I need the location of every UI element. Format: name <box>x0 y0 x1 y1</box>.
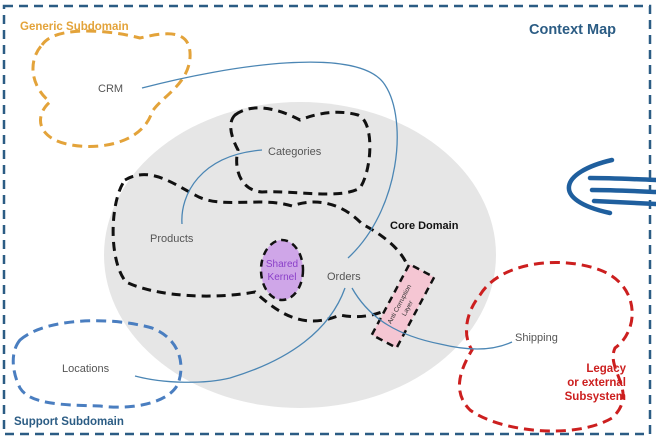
arrow-icon <box>566 157 656 216</box>
link-products-categories <box>181 149 263 225</box>
link-orders-shipping <box>351 287 513 350</box>
context-categories: Categories <box>268 146 322 158</box>
legacy-label-line2: or external <box>567 377 626 389</box>
anti-corruption-layer-shape <box>370 262 436 350</box>
support-subdomain-label: Support Subdomain <box>14 416 124 428</box>
shared-kernel-shape <box>259 238 305 302</box>
legacy-label-line1: Legacy <box>586 363 626 375</box>
context-crm: CRM <box>98 83 123 95</box>
legacy-label-line3: Subsystem <box>565 391 626 403</box>
context-products: Products <box>150 233 194 245</box>
context-orders: Orders <box>327 271 361 283</box>
context-locations: Locations <box>62 363 110 375</box>
generic-subdomain-boundary <box>31 29 192 149</box>
core-domain-label: Core Domain <box>390 220 459 232</box>
context-map-frame <box>2 4 652 436</box>
context-shipping: Shipping <box>515 332 558 344</box>
anti-corruption-layer: Anti Corruption Layer <box>370 262 436 350</box>
link-crm-orders <box>141 61 398 259</box>
shared-kernel-label-line1: Shared <box>266 259 298 270</box>
context-map-title: Context Map <box>529 22 616 38</box>
generic-subdomain-label: Generic Subdomain <box>20 21 129 33</box>
legacy-subsystem-boundary <box>457 260 634 433</box>
shared-kernel-label-line2: Kernel <box>268 272 297 283</box>
link-orders-locations <box>134 287 346 383</box>
categories-context-boundary <box>229 106 372 196</box>
support-subdomain-boundary <box>11 319 183 409</box>
